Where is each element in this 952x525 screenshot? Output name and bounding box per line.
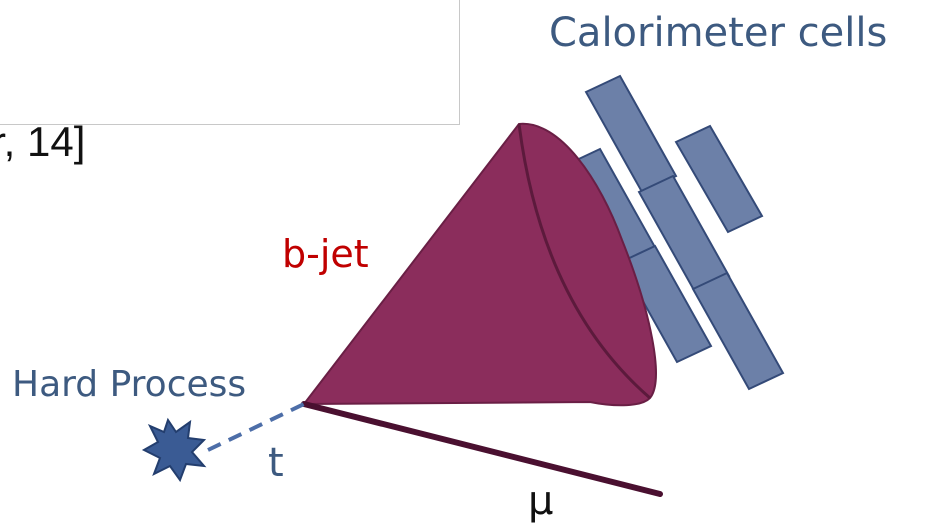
calorimeter-cell <box>619 244 713 364</box>
b-jet-label: b-jet <box>282 232 369 276</box>
hard-process-label: Hard Process <box>12 364 247 405</box>
calorimeter-cells <box>564 74 785 391</box>
calorimeter-cell <box>584 74 678 194</box>
starburst-icon <box>141 417 207 483</box>
calorimeter-cell <box>674 124 764 234</box>
citation-fragment: r, 14] <box>0 118 86 165</box>
cropped-top-panel <box>0 0 460 125</box>
calorimeter-cell <box>691 271 785 391</box>
calorimeter-cells-label: Calorimeter cells <box>549 10 888 56</box>
muon-label: μ <box>528 478 554 524</box>
top-quark-dashed-line <box>207 402 305 452</box>
b-jet-cone <box>301 122 657 407</box>
top-quark-label: t <box>268 440 284 486</box>
muon-line <box>301 401 663 497</box>
